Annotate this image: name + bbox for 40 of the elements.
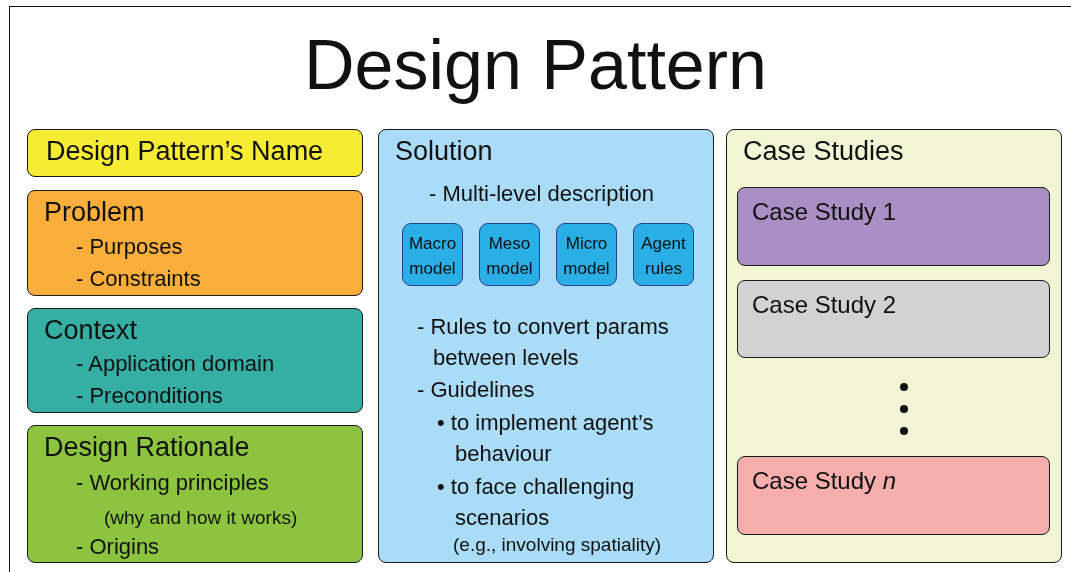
model-label: Macro model [407, 233, 458, 280]
list-item: • to implement agent’s behaviour [437, 409, 655, 468]
panel-heading: Case Studies [743, 136, 904, 167]
model-label: Agent rules [640, 233, 687, 280]
case-study-box [737, 456, 1050, 535]
case-study-box [737, 280, 1050, 358]
panel-heading: Solution [395, 136, 493, 167]
title: Design Pattern [302, 25, 768, 106]
rationale-panel [27, 425, 363, 563]
case-study-label: Case Study n [752, 466, 897, 496]
case-study-box [737, 187, 1050, 266]
list-item: • to face challenging scenarios [437, 473, 636, 532]
note-text: (e.g., involving spatiality) [453, 533, 662, 557]
model-label: Meso model [485, 233, 534, 280]
list-item: - Origins [76, 533, 160, 561]
model-box [633, 223, 694, 286]
list-item: - Rules to convert params between levels [417, 313, 670, 372]
panel-heading: Context [44, 315, 138, 346]
list-item: - Constraints [76, 265, 201, 293]
model-box [556, 223, 617, 286]
panel-heading: Design Pattern’s Name [46, 136, 324, 167]
context-panel [27, 308, 363, 413]
list-item: - Multi-level description [429, 180, 654, 208]
name-panel [27, 129, 363, 177]
panel-heading: Problem [44, 197, 145, 228]
solution-panel [378, 129, 714, 563]
case-study-label: Case Study 1 [752, 197, 897, 227]
model-label: Micro model [562, 233, 611, 280]
panel-heading: Design Rationale [44, 432, 250, 463]
list-item: - Guidelines [417, 376, 535, 404]
problem-panel [27, 190, 363, 296]
case-studies-panel [726, 129, 1062, 563]
list-item: - Purposes [76, 233, 183, 261]
list-item: - Working principles [76, 469, 269, 497]
model-box [402, 223, 463, 286]
list-item: - Application domain [76, 350, 275, 378]
note-text: (why and how it works) [104, 506, 298, 530]
model-box [479, 223, 540, 286]
list-item: - Preconditions [76, 382, 223, 410]
case-study-label: Case Study 2 [752, 290, 897, 320]
